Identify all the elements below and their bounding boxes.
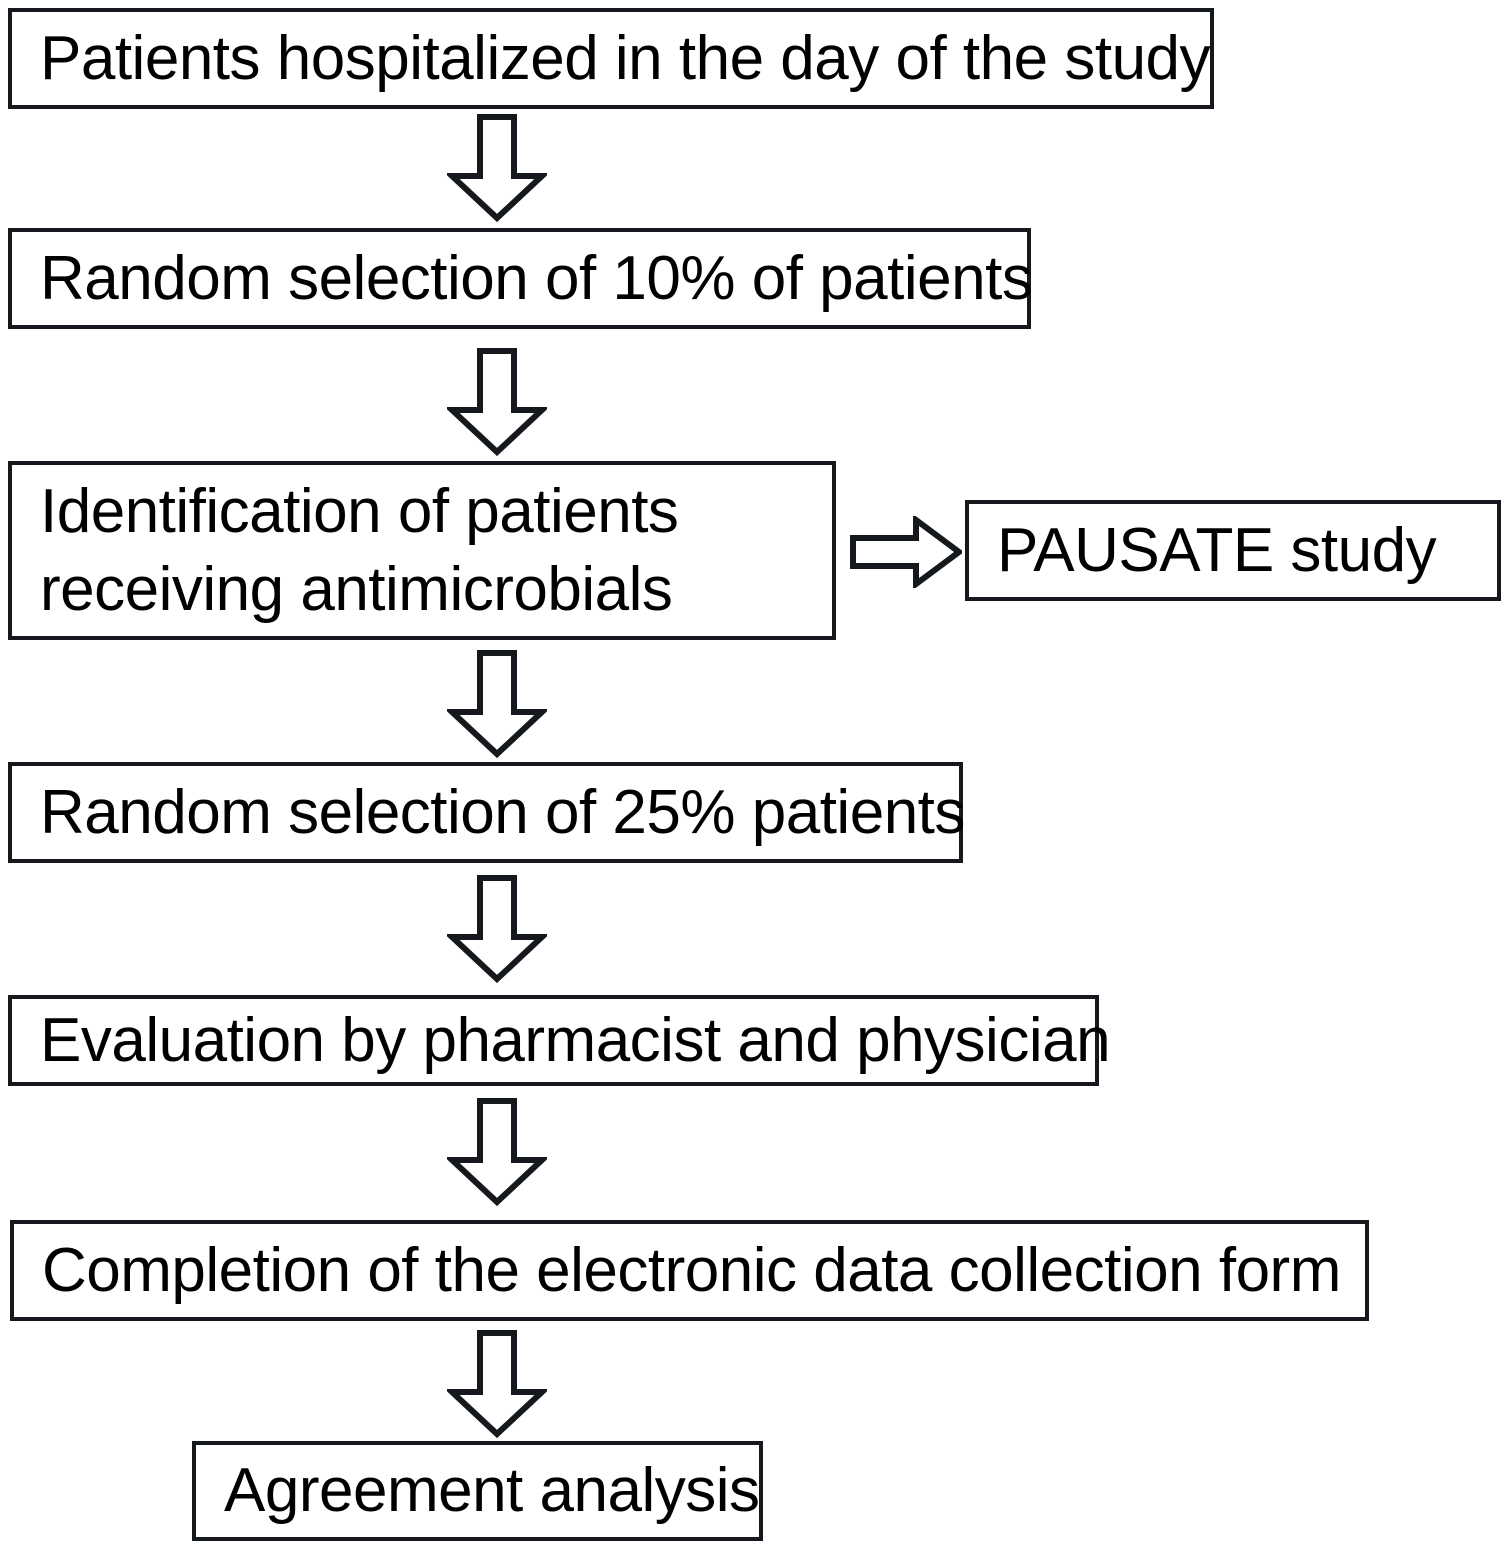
arrow-down-icon	[447, 875, 547, 983]
node-label: Agreement analysis	[224, 1456, 760, 1526]
node-label: Completion of the electronic data collec…	[42, 1235, 1341, 1305]
arrow-right-icon	[850, 516, 962, 588]
arrow-down-icon	[447, 1098, 547, 1206]
arrow-down-icon	[447, 114, 547, 222]
node-label: Patients hospitalized in the day of the …	[40, 23, 1211, 93]
node-evaluation: Evaluation by pharmacist and physician	[8, 995, 1111, 1086]
node-pausate-study: PAUSATE study	[965, 500, 1501, 601]
arrow-down-icon	[447, 650, 547, 758]
node-patients-hospitalized: Patients hospitalized in the day of the …	[8, 8, 1214, 109]
node-label: Evaluation by pharmacist and physician	[40, 1005, 1111, 1075]
node-random-selection-25: Random selection of 25% patients	[8, 762, 965, 863]
node-label: Random selection of 10% of patients	[40, 243, 1033, 313]
node-agreement-analysis: Agreement analysis	[192, 1441, 763, 1541]
arrow-down-icon	[447, 1330, 547, 1438]
node-identification-antimicrobials: Identification of patients receiving ant…	[8, 461, 836, 640]
node-label-line-1: Identification of patients	[40, 477, 679, 546]
node-label: Random selection of 25% patients	[40, 777, 965, 847]
node-completion-form: Completion of the electronic data collec…	[10, 1220, 1369, 1321]
node-label: PAUSATE study	[997, 515, 1437, 585]
arrow-down-icon	[447, 348, 547, 456]
node-random-selection-10: Random selection of 10% of patients	[8, 228, 1033, 329]
node-label-line-2: receiving antimicrobials	[40, 554, 673, 624]
